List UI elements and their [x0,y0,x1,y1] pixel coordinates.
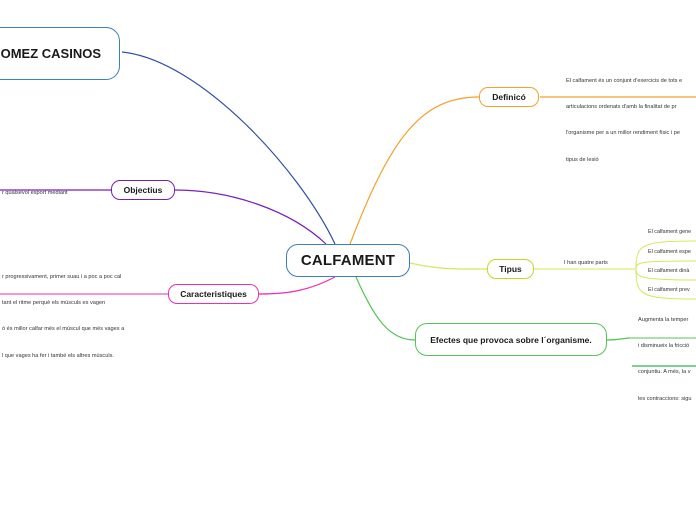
link-objectius [174,189,327,245]
definicio-line: El calfament és un conjunt d'exercicis d… [566,77,683,84]
objectius-line: r qualsevol esport mediant [2,189,68,196]
objectius-text: r qualsevol esport mediant [2,171,68,206]
efectes-line: i disminueix la fricció [638,342,690,349]
link-definicio [349,96,480,245]
tipus-item-1: El calfament gene [648,229,692,235]
top-node[interactable]: OMEZ CASINOS [0,27,120,80]
objectius-node[interactable]: Objectius [111,180,175,200]
efectes-line: conjuntiu. A més, la v [638,369,691,376]
definicio-line: tipus de lesió [566,156,599,163]
tipus-node[interactable]: Tipus [487,259,534,279]
tipus-intro: I han quatre parts [564,260,608,266]
tipus-branch-4 [635,268,696,300]
tipus-branch-2 [635,260,696,270]
caracteristiques-line: r progressivament, primer suau i a poc a… [2,273,122,280]
tipus-item-4: El calfament prev [648,287,690,293]
efectes-line: les contraccions: sigu [638,395,692,402]
tipus-branch-1 [635,240,696,270]
tipus-item-3: El calfament dinà [648,268,690,274]
link-caracteristiques [258,276,336,295]
efectes-node[interactable]: Efectes que provoca sobre l´organisme. [415,323,607,356]
definicio-line: articulacions ordenats d'amb la finalita… [566,103,677,110]
caracteristiques-line: l que vages ha fer i també els altres mú… [2,352,114,359]
definicio-line: l'organisme per a un millor rendiment fí… [566,130,680,137]
root-node[interactable]: CALFAMENT [286,244,410,277]
caracteristiques-text: r progressivament, primer suau i a poc a… [2,255,124,369]
tipus-item-2: El calfament espe [648,249,691,255]
efectes-branch [606,337,631,341]
caracteristiques-line: tant el ritme perquè els músculs es vage… [2,299,106,306]
efectes-line: Augmenta la temper [638,316,689,323]
definicio-node[interactable]: Definicó [479,87,539,107]
definicio-text: El calfament és un conjunt d'exercicis d… [566,59,682,173]
caracteristiques-node[interactable]: Caracteristiques [168,284,259,304]
link-tipus [409,262,488,270]
link-top-node [121,51,336,245]
link-efectes [355,276,416,341]
efectes-text: Augmenta la temper i disminueix la fricc… [638,298,691,412]
caracteristiques-line: ó és millor calfar més el múscul que més… [2,326,125,333]
